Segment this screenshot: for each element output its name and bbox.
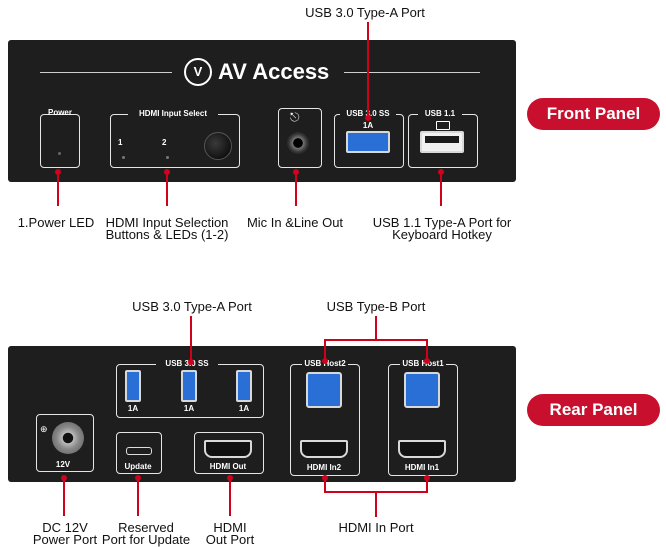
led-1-label: 1	[118, 138, 123, 147]
rear-usb30-current-3: 1A	[238, 404, 250, 413]
front-usb30-line	[367, 22, 369, 118]
power-led-callout: 1.Power LED	[17, 215, 95, 230]
rear-usb30-current-2: 1A	[183, 404, 195, 413]
hdmi-out-line	[229, 478, 231, 516]
update-box	[116, 432, 162, 474]
typeb-right-drop	[426, 339, 428, 361]
dc-jack[interactable]	[52, 422, 84, 454]
reserved-callout-2: Port for Update	[101, 532, 191, 547]
keyboard-icon	[436, 121, 450, 130]
power-label: Power	[47, 108, 72, 117]
rear-typeb-callout: USB Type-B Port	[326, 299, 426, 314]
hdmi-in-stem	[375, 491, 377, 517]
typeb-left-dot	[322, 358, 328, 364]
mic-jack[interactable]	[287, 132, 309, 154]
hdmi-in1-label: HDMI In1	[404, 463, 440, 472]
front-usb11-tongue	[425, 136, 459, 143]
rear-usb30-port-2[interactable]	[181, 370, 197, 402]
led-2	[166, 156, 169, 159]
hdmi-in-callout: HDMI In Port	[338, 520, 414, 535]
typeb-stem	[375, 316, 377, 340]
mic-dot	[293, 169, 299, 175]
front-usb11-label: USB 1.1	[418, 109, 462, 118]
rear-usb30-label: USB 3.0 SS	[156, 359, 218, 368]
dc-label: 12V	[48, 460, 78, 469]
front-usb11-line	[440, 172, 442, 206]
power-dot	[55, 169, 61, 175]
host1-label: USB Host1	[400, 359, 446, 368]
hdmi-in2-port[interactable]	[300, 440, 348, 458]
hdmi-select-callout-2: Buttons & LEDs (1-2)	[105, 227, 229, 242]
dc-polarity-icon: ⊕	[40, 424, 48, 434]
front-usb30-current: 1A	[362, 121, 374, 130]
front-usb30-dot	[365, 115, 371, 121]
hdmi-out-callout-1: HDMI	[213, 520, 247, 535]
hdmi-out-callout-2: Out Port	[205, 532, 255, 547]
mic-line	[295, 172, 297, 206]
dc-callout-1: DC 12V	[42, 520, 88, 535]
power-line	[57, 172, 59, 206]
typeb-right-dot	[424, 358, 430, 364]
brand-name: AV Access	[218, 59, 330, 84]
mic-callout: Mic In &Line Out	[246, 215, 344, 230]
brand-logo-icon: V	[184, 58, 212, 86]
rear-usb30-line	[190, 316, 192, 362]
hdmi-out-port[interactable]	[204, 440, 252, 458]
front-usb11-callout-2: Keyboard Hotkey	[392, 227, 492, 242]
update-port[interactable]	[126, 447, 152, 455]
hdmi-in2-label: HDMI In2	[306, 463, 342, 472]
hdmi-select-button[interactable]	[204, 132, 232, 160]
front-usb30-port[interactable]	[346, 131, 390, 153]
hdmi-in-left-drop	[324, 478, 326, 492]
hdmi-in-left-dot	[322, 475, 328, 481]
hdmi-select-dot	[164, 169, 170, 175]
brand-rule-left	[40, 72, 172, 73]
rear-usb30-port-3[interactable]	[236, 370, 252, 402]
front-panel-badge: Front Panel	[527, 98, 660, 130]
dc-box	[36, 414, 94, 472]
dc-dot	[61, 475, 67, 481]
front-usb11-callout-1: USB 1.1 Type-A Port for	[372, 215, 512, 230]
update-label: Update	[124, 462, 152, 471]
hdmi-select-callout-1: HDMI Input Selection	[105, 215, 229, 230]
led-1	[122, 156, 125, 159]
brand-rule-right	[344, 72, 480, 73]
update-line	[137, 478, 139, 516]
hdmi-out-label: HDMI Out	[209, 462, 247, 471]
rear-usb30-current-1: 1A	[127, 404, 139, 413]
typeb-bar	[324, 339, 428, 341]
hdmi-in-right-dot	[424, 475, 430, 481]
dc-callout-2: Power Port	[32, 532, 98, 547]
dc-line	[63, 478, 65, 516]
hdmi-out-dot	[227, 475, 233, 481]
rear-usb30-callout: USB 3.0 Type-A Port	[132, 299, 252, 314]
power-box	[40, 114, 80, 168]
reserved-callout-1: Reserved	[118, 520, 174, 535]
typeb-left-drop	[324, 339, 326, 361]
power-led	[58, 152, 61, 155]
rear-usb30-port-1[interactable]	[125, 370, 141, 402]
host1-typeb-port[interactable]	[404, 372, 440, 408]
rear-panel-badge: Rear Panel	[527, 394, 660, 426]
mic-box	[278, 108, 322, 168]
rear-usb30-dot	[188, 359, 194, 365]
hdmi-in-right-drop	[426, 478, 428, 492]
host2-typeb-port[interactable]	[306, 372, 342, 408]
update-dot	[135, 475, 141, 481]
headphone-icon: ⎋	[290, 110, 300, 124]
front-usb11-dot	[438, 169, 444, 175]
hdmi-select-line	[166, 172, 168, 206]
hdmi-select-label: HDMI Input Select	[128, 109, 218, 118]
front-usb30-callout: USB 3.0 Type-A Port	[305, 5, 425, 20]
led-2-label: 2	[162, 138, 167, 147]
hdmi-in1-port[interactable]	[398, 440, 446, 458]
hdmi-out-box	[194, 432, 264, 474]
